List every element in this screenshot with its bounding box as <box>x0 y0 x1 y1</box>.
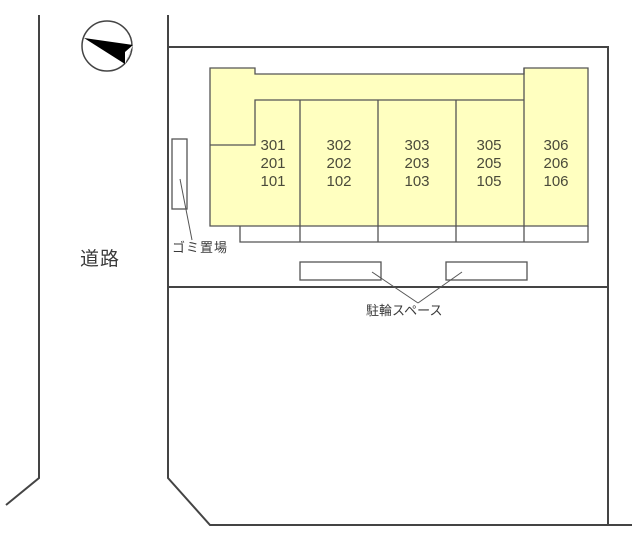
unit-102: 102 <box>326 173 352 190</box>
unit-301: 301 <box>260 137 286 154</box>
unit-205: 205 <box>476 155 502 172</box>
unit-303: 303 <box>404 137 430 154</box>
north-arrow-icon <box>81 20 133 72</box>
unit-stack-4: 305 205 105 <box>472 137 506 191</box>
unit-103: 103 <box>404 173 430 190</box>
bicycle-parking <box>299 261 528 304</box>
unit-stack-5: 306 206 106 <box>539 137 573 191</box>
road-edge-right <box>167 15 632 526</box>
unit-302: 302 <box>326 137 352 154</box>
unit-stack-2: 302 202 102 <box>322 137 356 191</box>
garbage-area-label: ゴミ置場 <box>172 241 229 256</box>
unit-305: 305 <box>476 137 502 154</box>
bicycle-space-label: 駐輪スペース <box>366 304 443 319</box>
unit-202: 202 <box>326 155 352 172</box>
property-boundary <box>168 46 609 525</box>
unit-206: 206 <box>543 155 569 172</box>
unit-106: 106 <box>543 173 569 190</box>
apartment-building <box>209 67 589 243</box>
unit-306: 306 <box>543 137 569 154</box>
road-label: 道路 <box>80 248 121 270</box>
road-edge-left <box>5 15 40 506</box>
unit-stack-3: 303 203 103 <box>400 137 434 191</box>
unit-105: 105 <box>476 173 502 190</box>
garbage-area <box>171 138 193 241</box>
unit-101: 101 <box>260 173 286 190</box>
unit-stack-1: 301 201 101 <box>256 137 290 191</box>
unit-201: 201 <box>260 155 286 172</box>
unit-203: 203 <box>404 155 430 172</box>
